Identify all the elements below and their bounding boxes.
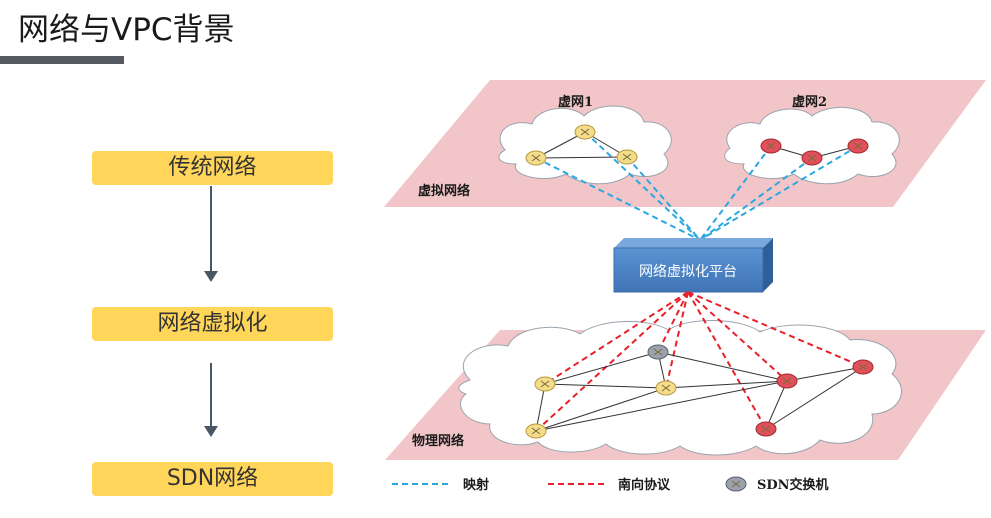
mapping-lines (535, 131, 859, 241)
physical-cloud (458, 319, 902, 456)
flow-arrow-2 (204, 363, 218, 437)
physical-layer-label: 物理网络 (412, 433, 464, 449)
title-underline (0, 56, 124, 64)
legend: 映射 南向协议 SDN交换机 (392, 476, 829, 493)
physical-links (535, 351, 864, 432)
virtual-layer-label: 虚拟网络 (418, 183, 470, 199)
virtual-net-1-nodes (525, 124, 638, 166)
virtual-net-2-nodes (760, 138, 869, 166)
page-title: 网络与VPC背景 (18, 12, 235, 48)
virtual-net-2-cloud (724, 106, 900, 185)
flow-step-traditional: 传统网络 (92, 151, 333, 185)
physical-nodes (525, 344, 874, 439)
platform-label: 网络虚拟化平台 (639, 264, 737, 280)
flow-step-sdn: SDN网络 (92, 462, 333, 496)
southbound-lines (535, 291, 864, 432)
arrow-down-icon (204, 426, 218, 437)
virtual-net-1-label: 虚网1 (558, 94, 593, 110)
virtualization-platform: 网络虚拟化平台 (613, 238, 773, 293)
arrow-down-icon (204, 271, 218, 282)
legend-southbound-label: 南向协议 (618, 477, 671, 493)
flow-step-virtualization: 网络虚拟化 (92, 307, 333, 341)
flow-arrow-1 (204, 186, 218, 282)
legend-mapping-label: 映射 (463, 477, 489, 493)
legend-switch-label: SDN交换机 (757, 477, 829, 493)
virtual-net-2-label: 虚网2 (792, 94, 827, 110)
